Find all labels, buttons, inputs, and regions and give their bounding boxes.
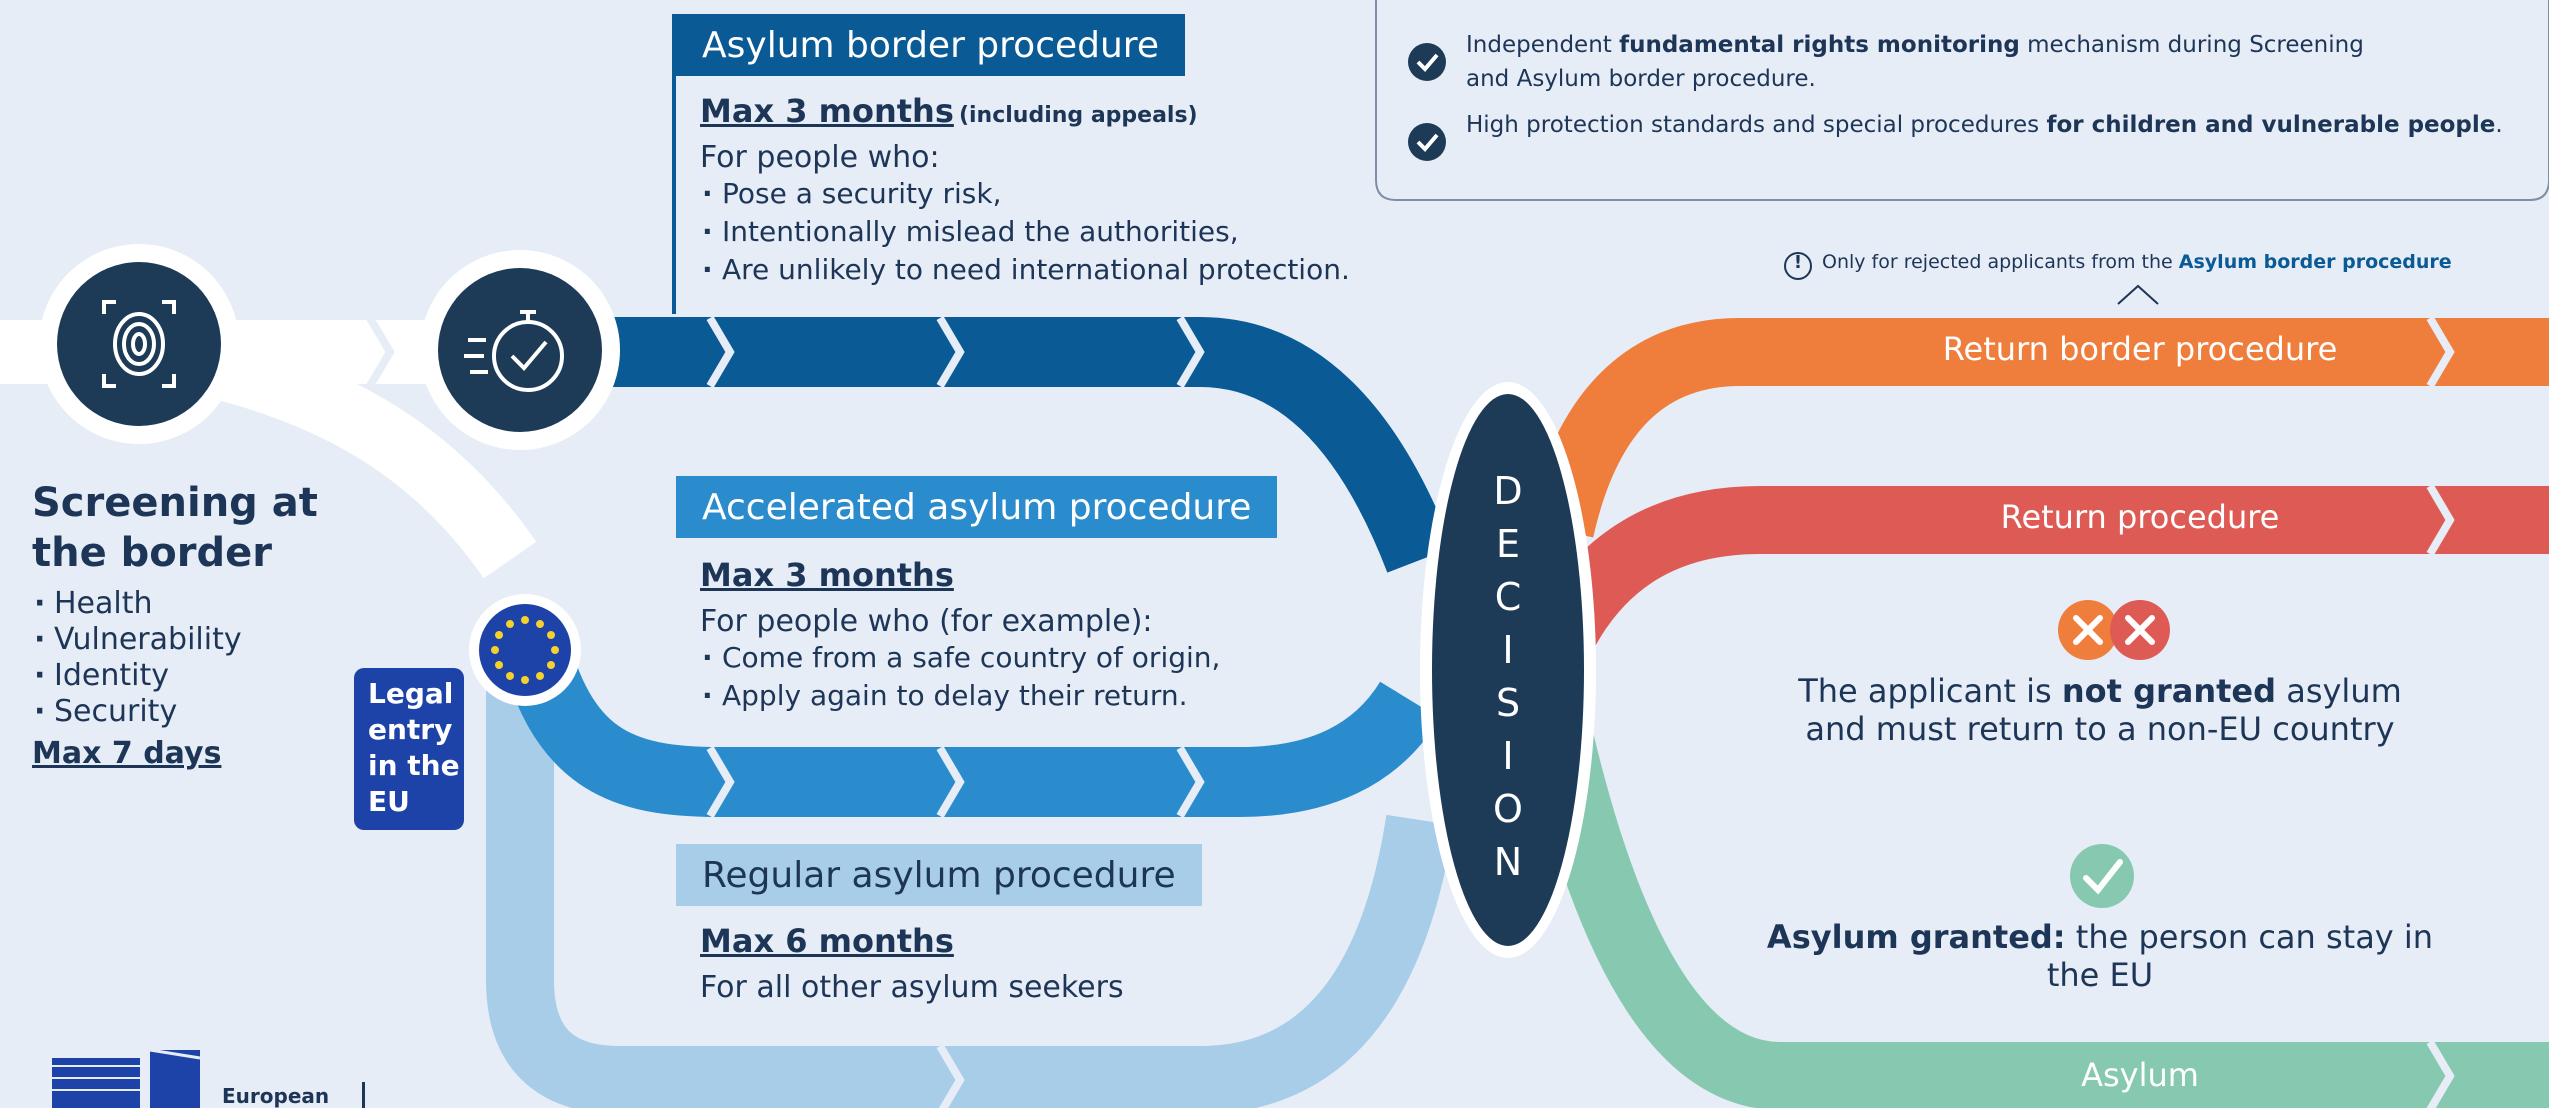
decision-letter: I (1502, 734, 1514, 778)
border-procedure-note: Only for rejected applicants from the As… (1822, 251, 2452, 273)
eu-star (546, 631, 555, 639)
border-procedure-for-label: For people who: (700, 140, 940, 175)
decision-letter: E (1495, 522, 1520, 566)
accelerated-procedure-max: Max 3 months (700, 556, 954, 594)
border-procedure-item: Intentionally mislead the authorities, (700, 213, 1400, 251)
info-item-monitoring: Independent fundamental rights monitorin… (1466, 32, 2364, 58)
regular-route-chevrons (936, 1043, 965, 1108)
accelerated-procedure-header: Accelerated asylum procedure (676, 476, 1278, 538)
screening-check-item: Vulnerability (32, 622, 322, 658)
fingerprint-glyph (102, 300, 176, 388)
accelerated-procedure-details: Max 3 months For people who (for example… (700, 556, 1400, 715)
regular-route (486, 640, 1454, 1108)
return-border-procedure-label: Return border procedure (1942, 330, 2338, 368)
eu-star (495, 661, 504, 669)
decision-node-fill (1432, 394, 1584, 946)
regular-procedure-header: Regular asylum procedure (676, 844, 1202, 906)
screening-chevrons (366, 315, 395, 389)
eu-flag-icon (479, 604, 571, 696)
decision-letter: I (1502, 628, 1514, 672)
decision-letter: N (1493, 840, 1523, 884)
check-glyph (2083, 859, 2123, 895)
info-item-monitoring-line2: and Asylum border procedure. (1466, 66, 1816, 92)
border-procedure-details: Max 3 months (including appeals) For peo… (700, 92, 1400, 289)
regular-procedure-for-label: For all other asylum seekers (700, 970, 1124, 1005)
asylum-label: Asylum (2081, 1056, 2199, 1094)
accelerated-procedure-item: Apply again to delay their return. (700, 677, 1400, 715)
accelerated-route (495, 621, 1440, 817)
eu-star (551, 646, 559, 654)
accelerated-procedure-item: Come from a safe country of origin, (700, 639, 1400, 677)
screening-check-item: Identity (32, 658, 322, 694)
cross-glyphs (2073, 615, 2155, 645)
check-glyph-monitoring (1416, 53, 1439, 72)
asylum-route (1526, 732, 2549, 1108)
check-icon-standards (1408, 123, 1446, 161)
check-icon-granted (2070, 844, 2134, 908)
accelerated-procedure-items: Come from a safe country of origin, Appl… (700, 639, 1400, 715)
border-procedure-item: Are unlikely to need international prote… (700, 251, 1400, 289)
border-route (600, 317, 1453, 573)
screening-block: Screening at the border Health Vulnerabi… (32, 478, 322, 771)
info-icon (1784, 252, 1812, 280)
footer-divider (362, 1082, 365, 1108)
note-caret (2117, 284, 2159, 305)
decision-letter: S (1495, 681, 1521, 725)
border-procedure-max: Max 3 months (including appeals) (700, 92, 1198, 130)
check-glyph-standards (1416, 133, 1439, 152)
screening-check-item: Health (32, 586, 322, 622)
eu-star (491, 646, 499, 654)
screening-check-item: Security (32, 694, 322, 730)
eu-star (546, 661, 555, 669)
eu-star (521, 616, 529, 624)
decision-letter: D (1493, 469, 1523, 513)
accelerated-procedure-for-label: For people who (for example): (700, 604, 1153, 639)
check-icon-monitoring (1408, 43, 1446, 81)
rejected-message: The applicant is not granted asylum and … (1798, 672, 2402, 748)
eu-star (536, 620, 544, 629)
border-procedure-item: Pose a security risk, (700, 175, 1400, 213)
border-procedure-header: Asylum border procedure (676, 14, 1185, 76)
decision-letter: O (1493, 787, 1523, 831)
border-procedure-items: Pose a security risk, Intentionally misl… (700, 175, 1400, 289)
return-procedure-label: Return procedure (2000, 498, 2280, 536)
info-item-standards: High protection standards and special pr… (1466, 112, 2503, 138)
screening-max: Max 7 days (32, 736, 222, 771)
ec-logo-text: European (222, 1084, 330, 1108)
stopwatch-glyph (464, 310, 564, 392)
accelerated-route-chevrons (706, 745, 1205, 819)
fingerprint-icon (57, 262, 221, 426)
eu-star (521, 676, 529, 684)
granted-message: Asylum granted: the person can stay in t… (1766, 918, 2434, 994)
eu-flag-stars (491, 616, 559, 684)
eu-star (536, 671, 544, 680)
border-route-chevrons (706, 315, 1205, 389)
outcome-chevrons (2426, 315, 2455, 1108)
info-icon-label: ! (1793, 252, 1803, 273)
border-procedure-vertical (672, 14, 676, 314)
decision-letter: C (1494, 575, 1522, 619)
eu-star (506, 671, 514, 680)
screening-title: Screening at the border (32, 480, 318, 576)
eu-star (506, 620, 514, 629)
regular-procedure-max: Max 6 months (700, 922, 954, 960)
eu-star (495, 631, 504, 639)
legal-entry-label: Legal entry in the EU (354, 668, 464, 830)
screening-checks: Health Vulnerability Identity Security (32, 586, 322, 730)
info-box: Independent fundamental rights monitorin… (1466, 28, 2536, 142)
stopwatch-icon (438, 268, 602, 432)
ec-logo-icon (52, 1048, 201, 1108)
regular-procedure-details: Max 6 months For all other asylum seeker… (700, 922, 1400, 1005)
return-route (1529, 486, 2549, 656)
